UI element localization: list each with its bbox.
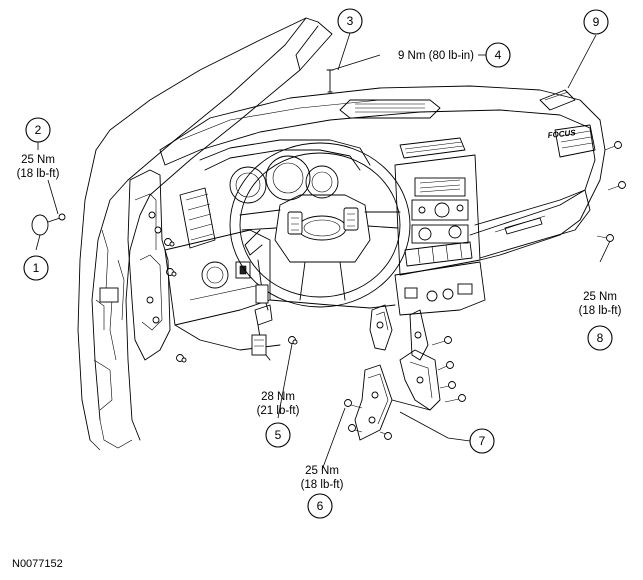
callout-2-number: 2: [35, 123, 42, 137]
callout-2-torque-nm: 25 Nm: [21, 154, 55, 166]
callout-4-torque: 9 Nm (80 lb-in): [398, 50, 474, 62]
bolt: [431, 336, 452, 346]
bolt: [344, 399, 363, 409]
callout-8-torque-nm: 25 Nm: [583, 291, 617, 303]
callout-8-number: 8: [597, 331, 604, 345]
callout-6-number: 6: [317, 499, 324, 513]
defrost-grille-right: [539, 89, 576, 111]
callout-4: 4 9 Nm (80 lb-in): [398, 42, 511, 68]
bolt: [288, 336, 298, 345]
callout-6-torque-nm: 25 Nm: [305, 465, 339, 477]
bolt: [176, 354, 187, 363]
callout-4-number: 4: [495, 48, 502, 62]
bolt: [164, 238, 175, 247]
bolt: [596, 234, 614, 242]
callout-7: 7: [469, 428, 495, 454]
callout-3: 3: [337, 8, 363, 34]
callout-7-number: 7: [479, 434, 486, 448]
callout-2-torque-imp: (18 lb-ft): [17, 168, 60, 180]
bolt: [166, 268, 177, 277]
callout-1-number: 1: [33, 261, 40, 275]
callout-6: 6 25 Nm (18 lb-ft): [301, 465, 344, 519]
callout-9: 9: [583, 9, 609, 35]
callout-1: 1: [23, 255, 49, 281]
bolt: [379, 431, 392, 440]
instrument-panel: FOCUS: [159, 85, 606, 351]
callout-3-number: 3: [347, 14, 354, 28]
bolt: [348, 424, 363, 433]
callout-5-number: 5: [275, 428, 282, 442]
callout-8: 8 25 Nm (18 lb-ft): [579, 291, 622, 351]
focus-badge: FOCUS: [547, 128, 576, 140]
bolt: [607, 181, 626, 191]
left-end-panel: [127, 169, 187, 363]
center-support-brackets: [344, 304, 466, 441]
steering-wheel: [229, 142, 411, 308]
callout-2: 2 25 Nm (18 lb-ft): [17, 117, 60, 180]
bolt: [604, 141, 622, 151]
right-side-bolts: [596, 141, 626, 242]
leader-lines: [35, 32, 611, 471]
left-door-bolt: [31, 213, 66, 236]
callout-5: 5 28 Nm (21 lb-ft): [257, 391, 300, 448]
callout-9-number: 9: [593, 15, 600, 29]
a-pillar-frame: [77, 17, 333, 451]
callout-5-torque-imp: (21 lb-ft): [257, 405, 300, 417]
steering-column-shaft: [251, 259, 298, 361]
bolt: [437, 361, 454, 371]
callout-6-torque-imp: (18 lb-ft): [301, 479, 344, 491]
callout-8-torque-imp: (18 lb-ft): [579, 305, 622, 317]
bolt: [444, 394, 466, 403]
dash-top-fastener: [326, 69, 334, 93]
bolt: [439, 381, 456, 389]
callout-5-torque-nm: 28 Nm: [261, 391, 295, 403]
figure-id: N0077152: [12, 558, 63, 570]
